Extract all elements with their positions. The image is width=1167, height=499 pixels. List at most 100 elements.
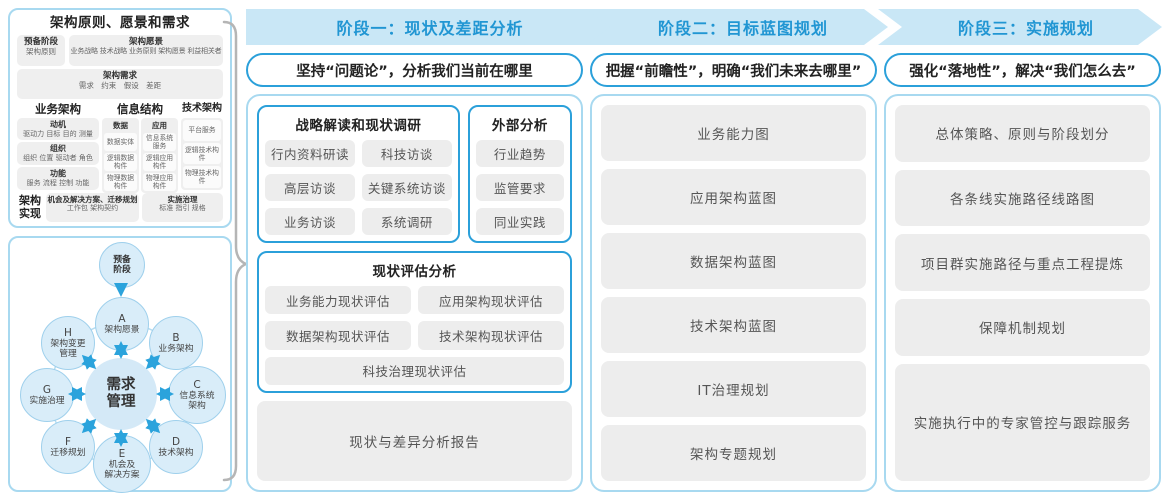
business-architecture-column: 业务架构 动机 驱动力 目标 目的 测量 组织 组织 位置 驱动者 角色 功能 … <box>17 102 99 190</box>
strategy-research-title: 战略解读和现状调研 <box>295 118 422 134</box>
phase-3-header-band: 阶段三：实施规划 <box>878 9 1162 45</box>
application-heading: 应用 <box>152 120 167 130</box>
implementation-governance-sub: 标准 指引 规格 <box>159 203 206 212</box>
logical-tech-chip: 逻辑技术构件 <box>183 143 221 165</box>
gap-analysis-report-box: 现状与差异分析报告 <box>257 401 572 481</box>
implementation-governance-title: 实施治理 <box>167 194 198 204</box>
chip-business-capability-assessment: 业务能力现状评估 <box>265 286 411 315</box>
architecture-realization-line1: 架构 <box>19 194 41 208</box>
chip-it-governance-assessment: 科技治理现状评估 <box>265 356 564 385</box>
architecture-content-framework-panel: 架构原则、愿景和需求 预备阶段 架构原则 架构愿景 业务战略 技术战略 业务原则… <box>8 8 232 228</box>
prep-phase-box: 预备阶段 架构原则 <box>17 35 65 67</box>
phase-1-slogan-banner: 坚持“问题论”，分析我们当前在哪里 <box>246 53 583 87</box>
prep-line1: 预备 <box>113 255 131 265</box>
prep-line2: 阶段 <box>113 265 131 275</box>
data-heading: 数据 <box>113 120 128 130</box>
node-d-technical-architecture: D 技术架构 <box>149 420 203 474</box>
physical-app-chip: 物理应用构件 <box>143 172 176 191</box>
chip-application-architecture-assessment: 应用架构现状评估 <box>418 286 564 315</box>
chip-data-architecture-assessment: 数据架构现状评估 <box>265 321 411 350</box>
chip-regulatory-requirement: 监管要求 <box>475 174 564 201</box>
node-a-architecture-vision: A 架构愿景 <box>95 297 149 351</box>
curly-brace-connector <box>222 20 249 482</box>
organization-title: 组织 <box>50 144 66 154</box>
motivation-box: 动机 驱动力 目标 目的 测量 <box>17 117 99 141</box>
technical-architecture-column: 技术架构 平台服务 逻辑技术构件 物理技术构件 <box>181 102 223 190</box>
info-system-service-chip: 信息系统服务 <box>143 132 176 151</box>
technical-architecture-heading: 技术架构 <box>182 102 222 114</box>
phase-3-header-text: 阶段三：实施规划 <box>957 19 1094 38</box>
box-data-architecture-blueprint: 数据架构蓝图 <box>601 233 866 289</box>
phase-1-header-band: 阶段一：现状及差距分析 <box>246 9 614 45</box>
implementation-governance-box: 实施治理 标准 指引 规格 <box>141 192 223 222</box>
architecture-vision-title: 架构愿景 <box>128 37 163 47</box>
node-h-change-management: H 架构变更 管理 <box>41 316 95 370</box>
node-c-information-system-architecture: C 信息系统 架构 <box>168 366 226 424</box>
node-b-business-architecture: B 业务架构 <box>149 316 203 370</box>
application-subcolumn: 应用 信息系统服务 逻辑应用构件 物理应用构件 <box>141 117 178 193</box>
box-line-implementation-roadmap: 各条线实施路径线路图 <box>895 169 1150 227</box>
opportunities-migration-title: 机会及解决方案、迁移规划 <box>47 194 138 204</box>
prep-phase-sub: 架构原则 <box>26 47 56 56</box>
phase-1-container: 战略解读和现状调研 行内资料研读 科技访谈 高层访谈 关键系统访谈 业务访谈 系… <box>246 94 583 492</box>
physical-data-chip: 物理数据构件 <box>104 172 137 191</box>
architecture-vision-box: 架构愿景 业务战略 技术战略 业务原则 架构愿景 利益相关者 <box>69 35 223 67</box>
chip-industry-trend: 行业趋势 <box>475 140 564 167</box>
function-sub: 服务 流程 控制 功能 <box>26 179 90 188</box>
phase-2-slogan-banner: 把握“前瞻性”，明确“我们未来去哪里” <box>590 53 877 87</box>
phase-2-header-band: 阶段二：目标蓝图规划 <box>586 9 888 45</box>
phase-1-header-text: 阶段一：现状及差距分析 <box>336 19 524 38</box>
architecture-realization-line2: 实现 <box>19 207 41 221</box>
external-analysis-title: 外部分析 <box>491 118 548 134</box>
technical-architecture-box: 平台服务 逻辑技术构件 物理技术构件 <box>181 117 223 190</box>
box-technical-architecture-blueprint: 技术架构蓝图 <box>601 297 866 353</box>
business-architecture-heading: 业务架构 <box>35 101 81 116</box>
chip-technical-architecture-assessment: 技术架构现状评估 <box>418 321 564 350</box>
node-f-migration-planning: F 迁移规划 <box>41 420 95 474</box>
architecture-requirements-box: 架构需求 需求 约束 假设 差距 <box>17 69 223 99</box>
architecture-vision-sub: 业务战略 技术战略 业务原则 架构愿景 利益相关者 <box>70 47 222 55</box>
motivation-sub: 驱动力 目标 目的 测量 <box>23 129 93 138</box>
node-preparation-phase: 预备 阶段 <box>99 242 145 288</box>
logical-app-chip: 逻辑应用构件 <box>143 152 176 171</box>
opportunities-migration-sub: 工作包 架构契约 <box>66 203 119 212</box>
organization-box: 组织 组织 位置 驱动者 角色 <box>17 142 99 166</box>
phase-2-container: 业务能力图 应用架构蓝图 数据架构蓝图 技术架构蓝图 IT治理规划 架构专题规划 <box>590 94 877 492</box>
chip-executive-interview: 高层访谈 <box>265 174 355 201</box>
information-structure-column: 信息结构 数据 数据实体 逻辑数据构件 物理数据构件 应用 信息系统服务 逻辑应… <box>102 101 178 193</box>
opportunities-migration-box: 机会及解决方案、迁移规划 工作包 架构契约 <box>46 192 139 222</box>
data-subcolumn: 数据 数据实体 逻辑数据构件 物理数据构件 <box>102 117 139 193</box>
box-overall-strategy-principles: 总体策略、原则与阶段划分 <box>895 105 1150 162</box>
function-box: 功能 服务 流程 控制 功能 <box>17 167 99 190</box>
platform-service-chip: 平台服务 <box>183 119 221 141</box>
box-business-capability-map: 业务能力图 <box>601 105 866 161</box>
chip-business-interview: 业务访谈 <box>265 208 355 235</box>
box-program-path-key-projects: 项目群实施路径与重点工程提炼 <box>895 234 1150 292</box>
box-architecture-special-planning: 架构专题规划 <box>601 425 866 481</box>
adm-cycle-panel: 预备 阶段 A 架构愿景 B 业务架构 C 信息系统 架构 D 技术架构 E 机… <box>8 236 232 493</box>
physical-tech-chip: 物理技术构件 <box>183 166 221 188</box>
current-state-assessment-box: 现状评估分析 业务能力现状评估 应用架构现状评估 数据架构现状评估 技术架构现状… <box>257 251 572 393</box>
box-application-architecture-blueprint: 应用架构蓝图 <box>601 169 866 225</box>
data-entity-chip: 数据实体 <box>104 132 137 151</box>
framework-title: 架构原则、愿景和需求 <box>50 15 190 31</box>
requirements-management-center: 需求 管理 <box>85 358 157 430</box>
current-state-assessment-title: 现状评估分析 <box>372 264 457 280</box>
phase-2-header-text: 阶段二：目标蓝图规划 <box>657 19 828 38</box>
box-guarantee-mechanism-planning: 保障机制规划 <box>895 299 1150 356</box>
function-title: 功能 <box>50 169 66 179</box>
architecture-requirements-sub: 需求 约束 假设 差距 <box>78 81 162 91</box>
strategy-research-box: 战略解读和现状调研 行内资料研读 科技访谈 高层访谈 关键系统访谈 业务访谈 系… <box>257 105 460 243</box>
node-e-opportunities-solutions: E 机会及 解决方案 <box>93 435 151 493</box>
phase-3-container: 总体策略、原则与阶段划分 各条线实施路径线路图 项目群实施路径与重点工程提炼 保… <box>884 94 1161 492</box>
box-expert-control-tracking-service: 实施执行中的专家管控与跟踪服务 <box>895 363 1150 482</box>
chip-system-research: 系统调研 <box>361 208 452 235</box>
external-analysis-box: 外部分析 行业趋势 监管要求 同业实践 <box>467 105 572 243</box>
box-it-governance-planning: IT治理规划 <box>601 361 866 417</box>
chip-tech-interview: 科技访谈 <box>361 140 452 167</box>
chip-key-system-interview: 关键系统访谈 <box>361 174 452 201</box>
information-structure-heading: 信息结构 <box>117 101 163 116</box>
organization-sub: 组织 位置 驱动者 角色 <box>23 154 93 163</box>
phase-3-slogan-banner: 强化“落地性”，解决“我们怎么去” <box>884 53 1161 87</box>
chip-internal-material: 行内资料研读 <box>265 140 355 167</box>
